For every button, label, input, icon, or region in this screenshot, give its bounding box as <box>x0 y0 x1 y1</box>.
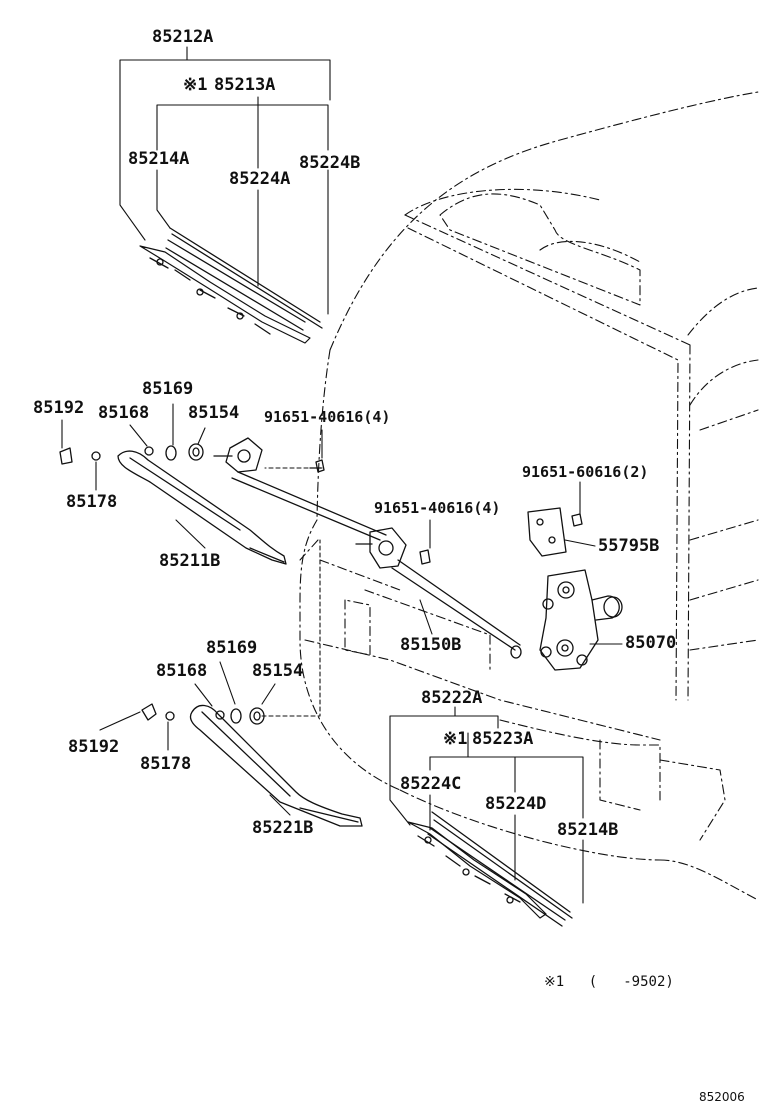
label-85221b: 85221B <box>252 818 314 838</box>
label-85168-top: 85168 <box>98 403 150 423</box>
label-85178-top: 85178 <box>66 492 118 512</box>
label-85211b: 85211B <box>159 551 221 571</box>
wiper-motor-85070 <box>539 569 623 671</box>
label-85224c: 85224C <box>400 774 462 794</box>
label-91651-40616-a: 91651-40616(4) <box>264 408 391 426</box>
lower-hardware <box>141 703 265 725</box>
bolt-91651-40616-b <box>419 549 431 565</box>
label-85070: 85070 <box>625 633 677 653</box>
washer-85169-top <box>165 445 177 461</box>
label-85214b: 85214B <box>557 820 619 840</box>
label-85212a: 85212A <box>152 27 214 47</box>
label-85213a-mark: ※1 <box>183 75 208 95</box>
label-85192-top: 85192 <box>33 398 85 418</box>
lower-pivot-link <box>355 527 522 659</box>
label-55795b: 55795B <box>598 536 660 556</box>
label-85150b: 85150B <box>400 635 462 655</box>
label-85213a: 85213A <box>214 75 276 95</box>
nut-85168-top <box>144 446 154 456</box>
bushing-85154-top <box>188 443 204 461</box>
label-85154-top: 85154 <box>188 403 240 423</box>
bolt-91651-40616-a <box>315 459 325 473</box>
label-91651-40616-b: 91651-40616(4) <box>374 499 501 517</box>
cap-85192-bot <box>141 703 157 721</box>
nut-85168-bot <box>215 710 225 720</box>
upper-pivot-link <box>213 437 387 541</box>
bracket-55795b <box>527 507 583 557</box>
label-85214a: 85214A <box>128 149 190 169</box>
label-85169-top: 85169 <box>142 379 194 399</box>
lower-wiper-arm <box>189 704 363 827</box>
label-85168-bot: 85168 <box>156 661 208 681</box>
label-85224b: 85224B <box>299 153 361 173</box>
upper-hardware <box>59 443 204 465</box>
washer-85169-bot <box>230 708 242 724</box>
bolt-91651-60616 <box>571 513 583 527</box>
label-91651-60616: 91651-60616(2) <box>522 463 649 481</box>
diagram-code: 852006 <box>699 1090 745 1104</box>
label-85169-bot: 85169 <box>206 638 258 658</box>
lower-blade-assembly <box>407 811 573 927</box>
footnote-range: -9502) <box>623 974 674 990</box>
footnote-mark: ※1 <box>544 974 565 990</box>
leader-lines <box>61 46 623 904</box>
footnote: ※1 ( -9502) <box>544 975 674 989</box>
label-85222a: 85222A <box>421 688 483 708</box>
label-85178-bot: 85178 <box>140 754 192 774</box>
label-85223a-mark: ※1 <box>443 729 468 749</box>
label-85192-bot: 85192 <box>68 737 120 757</box>
label-85224d: 85224D <box>485 794 547 814</box>
cap-85192-top <box>59 447 73 465</box>
upper-blade-assembly <box>139 227 323 344</box>
upper-wiper-arm <box>117 450 287 565</box>
label-85224a: 85224A <box>229 169 291 189</box>
nut-85178-top <box>91 451 101 461</box>
vehicle-body-outline <box>299 91 759 901</box>
bushing-85154-bot <box>249 707 265 725</box>
label-85154-bot: 85154 <box>252 661 304 681</box>
nut-85178-bot <box>165 711 175 721</box>
footnote-open: ( <box>588 974 598 990</box>
label-85223a: 85223A <box>472 729 534 749</box>
